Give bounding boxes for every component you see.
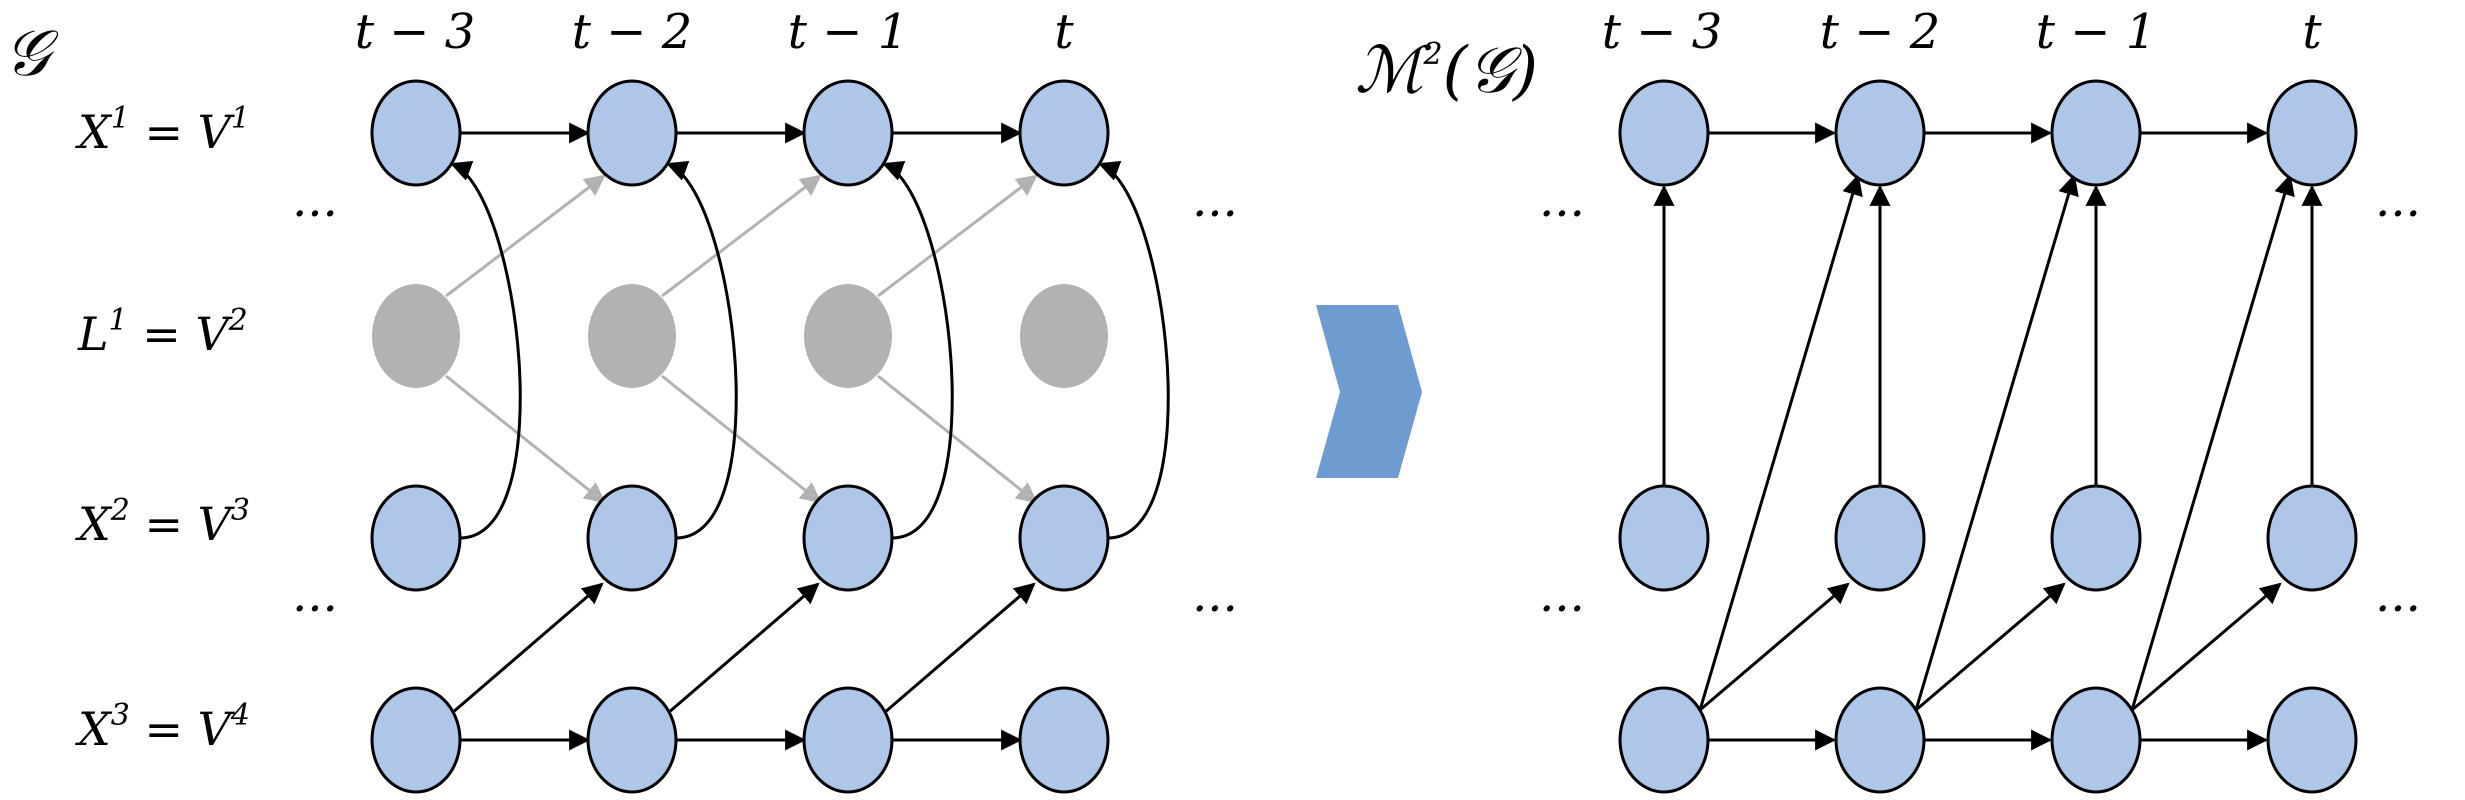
edge-x2-x1 [882,161,954,540]
latent-edges [445,174,1038,504]
node-x3 [370,686,462,794]
marginal-graph-title: ℳ2(𝒢) [1355,34,1538,108]
time-label-t-3: t − 3 [355,4,476,60]
node-x1 [1834,79,1926,187]
node-x3 [1618,686,1710,794]
right-nodes [1618,79,2358,794]
ellipsis-left-top: ··· [292,186,338,242]
time-label-t-2: t − 2 [1820,4,1941,60]
left-panel: 𝒢 t − 3 t − 2 t − 1 t X1 = V1 L1 = V2 X2… [4,4,1238,794]
ellipsis-left-bottom: ··· [1539,581,1585,637]
ellipsis-right-top: ··· [2375,186,2421,242]
edge-x3-x1 [1698,173,1863,711]
edge-x3-x2 [2131,582,2282,712]
latent-edge [661,174,822,298]
node-x1 [2050,79,2142,187]
node-x1 [802,79,894,187]
graph-symbol: 𝒢 [4,17,59,91]
edge-x3-x1 [1914,173,2079,711]
edge-x3-x2 [451,582,604,715]
node-latent [1020,284,1108,388]
node-x1 [370,79,462,187]
ellipsis-left-top: ··· [1539,186,1585,242]
node-x2 [1618,484,1710,592]
edge-x2-x1 [450,161,522,540]
latent-edge [445,374,606,504]
row-label-l1: L1 = V2 [77,303,248,361]
node-x2 [370,484,462,592]
right-time-labels: t − 3 t − 2 t − 1 t [1602,4,2323,60]
latent-edge [877,374,1038,504]
node-latent [588,284,676,388]
node-x3 [2266,686,2358,794]
ellipsis-right-bottom: ··· [2375,581,2421,637]
edge-x3-x2 [667,582,820,715]
row-label-x2: X2 = V3 [75,493,250,551]
node-x3 [1834,686,1926,794]
chevron-arrow-icon [1316,305,1422,478]
node-x2 [2050,484,2142,592]
latent-edge [445,174,606,298]
node-x3 [1018,686,1110,794]
right-ellipses: ··· ··· ··· ··· [1539,186,2421,637]
ellipsis-right-bottom: ··· [1192,581,1238,637]
ellipsis-right-top: ··· [1192,186,1238,242]
time-label-t-1: t − 1 [2036,4,2157,60]
edge-x3-x2 [883,582,1036,715]
time-label-t-3: t − 3 [1602,4,1723,60]
edge-x2-x1 [666,161,738,540]
node-x1 [2266,79,2358,187]
node-latent [372,284,460,388]
left-edges [450,122,1170,751]
right-panel: ℳ2(𝒢) t − 3 t − 2 t − 1 t ··· ··· ··· ··… [1355,4,2421,794]
time-label-t-1: t − 1 [788,4,909,60]
right-edges [1653,122,2323,751]
node-x2 [586,484,678,592]
node-x3 [586,686,678,794]
edge-x3-x1 [2130,173,2295,711]
node-x1 [1018,79,1110,187]
edge-x2-x1 [1098,161,1170,540]
row-label-x1: X1 = V1 [75,101,250,159]
node-x3 [802,686,894,794]
latent-edge [877,174,1038,298]
node-x2 [802,484,894,592]
edge-x3-x2 [1699,582,1850,712]
row-label-x3: X3 = V4 [75,698,250,756]
time-label-t: t [1054,4,1074,60]
left-nodes [370,79,1110,794]
latent-edge [661,374,822,504]
left-time-labels: t − 3 t − 2 t − 1 t [355,4,1075,60]
node-latent [804,284,892,388]
time-label-t: t [2302,4,2322,60]
edge-x3-x2 [1915,582,2066,712]
node-x2 [1834,484,1926,592]
time-label-t-2: t − 2 [572,4,693,60]
node-x2 [1018,484,1110,592]
node-x2 [2266,484,2358,592]
ellipsis-left-bottom: ··· [292,581,338,637]
left-ellipses: ··· ··· ··· ··· [292,186,1238,637]
node-x1 [1618,79,1710,187]
node-x3 [2050,686,2142,794]
node-x1 [586,79,678,187]
row-labels: X1 = V1 L1 = V2 X2 = V3 X3 = V4 [75,101,250,756]
